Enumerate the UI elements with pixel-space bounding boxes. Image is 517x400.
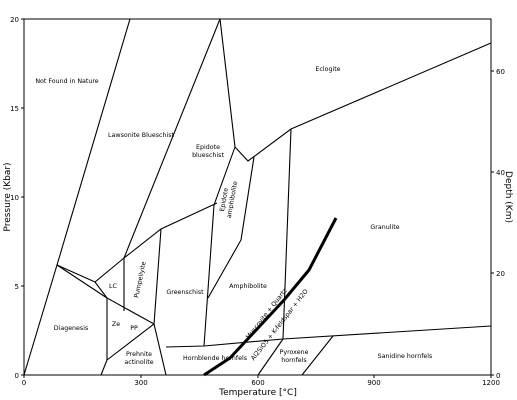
boundary-ze-bottom xyxy=(100,359,108,376)
depth-tick-60: 60 xyxy=(496,68,505,76)
label-not-found: Not Found in Nature xyxy=(35,78,98,85)
muscovite-quartz-reaction-curve xyxy=(203,217,338,377)
boundary-granulite xyxy=(282,128,292,340)
boundary-pyroxene-sanidine xyxy=(301,335,334,376)
left-axis-tick-labels: 0 5 10 15 20 xyxy=(10,16,19,380)
y-tick-5: 5 xyxy=(15,283,19,291)
boundary-epidote-blueschist xyxy=(203,146,236,347)
x-tick-1200: 1200 xyxy=(482,379,500,387)
boundary-hornblende-pyroxene xyxy=(257,338,284,376)
label-granulite: Granulite xyxy=(370,224,399,231)
label-pyroxene-hornfels-1: Pyroxene xyxy=(280,349,309,356)
y-tick-10: 10 xyxy=(10,194,19,202)
label-greenschist: Greenschist xyxy=(166,289,204,296)
boundary-eclogite xyxy=(219,18,492,162)
label-hornblende-hornfels: Hornblende hornfels xyxy=(183,355,247,362)
y-axis-right-label: Depth (Km) xyxy=(503,171,513,223)
boundary-not-found xyxy=(56,18,131,266)
boundary-epidote-amphibolite xyxy=(207,156,255,299)
boundary-prehnite xyxy=(106,323,167,376)
label-sanidine-hornfels: Sanidine hornfels xyxy=(378,353,433,360)
x-tick-600: 600 xyxy=(251,379,264,387)
label-epidote-amphibolite-1: Epidote xyxy=(219,187,230,212)
y-axis-left-label: Pressure (Kbar) xyxy=(3,162,13,231)
y-tick-15: 15 xyxy=(10,105,19,113)
label-epidote-blueschist-1: Epidote xyxy=(196,144,220,151)
facies-boundaries xyxy=(23,18,492,376)
boundary-diagenesis xyxy=(56,264,108,299)
depth-tick-0: 0 xyxy=(496,372,500,380)
boundary-lawsonite xyxy=(123,18,221,259)
boundary-greenschist xyxy=(94,228,162,325)
y-tick-20: 20 xyxy=(10,16,19,24)
facies-labels: Not Found in Nature Eclogite Lawsonite B… xyxy=(35,66,432,366)
x-tick-900: 900 xyxy=(367,379,380,387)
label-lc: LC xyxy=(109,283,118,290)
label-prehnite-1: Prehnite xyxy=(126,351,152,358)
right-axis-ticks xyxy=(491,70,494,376)
label-pumpellyite: Pumpellyite xyxy=(133,261,148,299)
reaction-label-reactants: Muscovite + Quartz xyxy=(245,287,289,341)
label-lawsonite-blueschist: Lawsonite Blueschist xyxy=(108,132,174,139)
depth-tick-20: 20 xyxy=(496,270,505,278)
label-prehnite-2: actinolite xyxy=(124,359,153,366)
bottom-axis-tick-labels: 0 300 600 900 1200 xyxy=(22,379,500,387)
label-epidote-blueschist-2: blueschist xyxy=(192,152,224,159)
x-tick-300: 300 xyxy=(134,379,147,387)
label-amphibolite: Amphibolite xyxy=(229,283,267,290)
label-ze: Ze xyxy=(112,321,120,328)
label-pp: PP xyxy=(130,325,138,332)
right-axis-tick-labels: 0 20 40 60 xyxy=(496,68,505,380)
label-diagenesis: Diagenesis xyxy=(54,325,89,332)
depth-tick-40: 40 xyxy=(496,169,505,177)
y-tick-0: 0 xyxy=(15,372,19,380)
boundary-lower-left xyxy=(23,202,218,376)
label-eclogite: Eclogite xyxy=(315,66,340,73)
x-tick-0: 0 xyxy=(22,379,26,387)
x-axis-label: Temperature [°C] xyxy=(218,388,297,398)
boundary-hornfels-top xyxy=(165,325,492,348)
label-pyroxene-hornfels-2: hornfels xyxy=(281,357,306,364)
